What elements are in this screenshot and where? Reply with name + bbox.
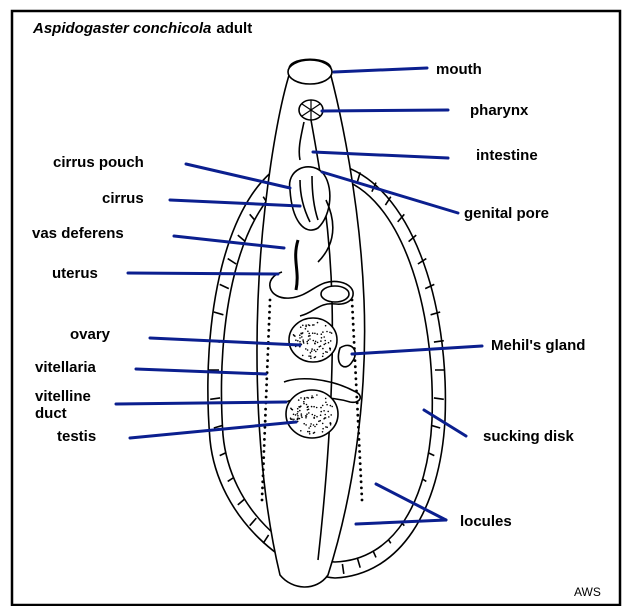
diagram-title: Aspidogaster conchicola adult bbox=[32, 20, 252, 37]
label-mouth: mouth bbox=[436, 61, 482, 78]
leader-uterus bbox=[128, 273, 278, 274]
label-duct: duct bbox=[35, 405, 67, 422]
title-stage: adult bbox=[216, 20, 252, 37]
title-species: Aspidogaster conchicola bbox=[32, 20, 211, 37]
label-uterus: uterus bbox=[52, 265, 98, 282]
label-testis: testis bbox=[57, 428, 96, 445]
leader-pharynx bbox=[322, 110, 448, 111]
label-locules: locules bbox=[460, 513, 512, 530]
label-vas-deferens: vas deferens bbox=[32, 225, 124, 242]
label-genital-pore: genital pore bbox=[464, 205, 549, 222]
author-signature: AWS bbox=[574, 585, 601, 599]
mouth-opening bbox=[288, 60, 332, 84]
label-ovary: ovary bbox=[70, 326, 111, 343]
label-sucking-disk: sucking disk bbox=[483, 428, 575, 445]
leader-vitelline-duct bbox=[116, 402, 286, 404]
leader-mouth bbox=[334, 68, 427, 72]
ovary-organ bbox=[289, 318, 337, 362]
label-intestine: intestine bbox=[476, 147, 538, 164]
testis-organ bbox=[286, 390, 338, 438]
label-vitellaria: vitellaria bbox=[35, 359, 97, 376]
label-cirrus: cirrus bbox=[102, 190, 144, 207]
vas-deferens-duct bbox=[296, 240, 298, 290]
label-vitelline: vitelline bbox=[35, 388, 91, 405]
label-mehlis-gland: Mehil's gland bbox=[491, 337, 585, 354]
label-pharynx: pharynx bbox=[470, 102, 529, 119]
label-cirrus-pouch: cirrus pouch bbox=[53, 154, 144, 171]
